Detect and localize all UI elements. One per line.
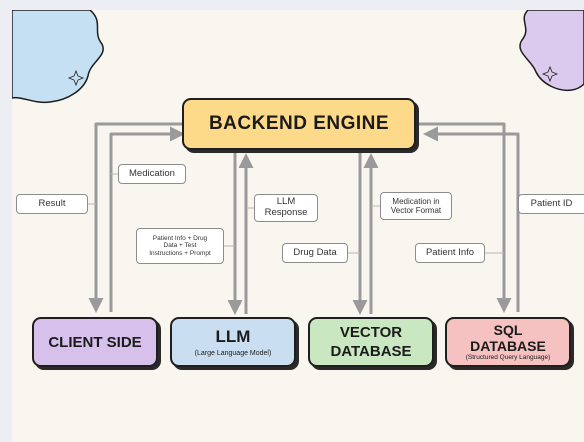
sparkle-icon	[67, 69, 85, 87]
vector-database-node: VECTOR DATABASE	[308, 317, 434, 367]
llm-response-text-1: LLM	[276, 196, 296, 208]
medication-vector-label: Medication in Vector Format	[380, 192, 452, 220]
arrow-backend-to-client	[88, 122, 182, 313]
vector-title-line2: DATABASE	[330, 343, 412, 360]
patient-info-drug-text-2: Data + Test	[163, 242, 197, 250]
patient-info-drug-text-3: Instructions + Prompt	[149, 249, 211, 257]
drug-data-label: Drug Data	[282, 243, 348, 263]
patient-info-text: Patient Info	[425, 246, 475, 258]
client-side-node: CLIENT SIDE	[32, 317, 158, 367]
purple-blob-decoration	[519, 10, 584, 92]
backend-engine-title: BACKEND ENGINE	[208, 113, 390, 134]
medication-vector-text-1: Medication in	[392, 196, 440, 206]
llm-node: LLM (Large Language Model)	[170, 317, 296, 367]
patient-info-drug-text-1: Patient Info + Drug	[152, 234, 208, 242]
connector-layer	[12, 10, 584, 315]
sql-title-line1: SQL	[493, 322, 523, 339]
result-label: Result	[16, 194, 88, 214]
medication-vector-text-2: Vector Format	[390, 206, 442, 215]
llm-title: LLM	[215, 327, 251, 346]
diagram-canvas: BACKEND ENGINE CLIENT SIDE LLM (Large La…	[12, 10, 584, 442]
client-side-title: CLIENT SIDE	[48, 333, 142, 351]
sql-subtitle: (Structured Query Language)	[465, 354, 551, 362]
arrow-client-to-backend	[109, 126, 185, 312]
arrow-backend-to-sql	[416, 122, 512, 313]
llm-response-text-2: Response	[264, 207, 308, 218]
sql-database-node: SQL DATABASE (Structured Query Language)	[445, 317, 571, 367]
drug-data-text: Drug Data	[293, 246, 337, 258]
patient-id-text: Patient ID	[530, 197, 573, 209]
blue-blob-decoration	[12, 10, 104, 104]
medication-label: Medication	[118, 164, 186, 184]
sql-title-line2: DATABASE	[470, 338, 546, 355]
patient-info-label: Patient Info	[415, 243, 485, 263]
llm-response-label: LLM Response	[254, 194, 318, 222]
result-text: Result	[38, 197, 66, 209]
arrow-sql-to-backend	[423, 126, 520, 312]
backend-engine-node: BACKEND ENGINE	[182, 98, 416, 150]
vector-title-line1: VECTOR	[339, 323, 403, 341]
medication-text: Medication	[129, 167, 175, 179]
patient-info-drug-label: Patient Info + Drug Data + Test Instruct…	[136, 228, 224, 264]
patient-id-label: Patient ID	[518, 194, 584, 214]
sparkle-icon-2	[541, 65, 559, 83]
llm-subtitle: (Large Language Model)	[194, 350, 272, 357]
